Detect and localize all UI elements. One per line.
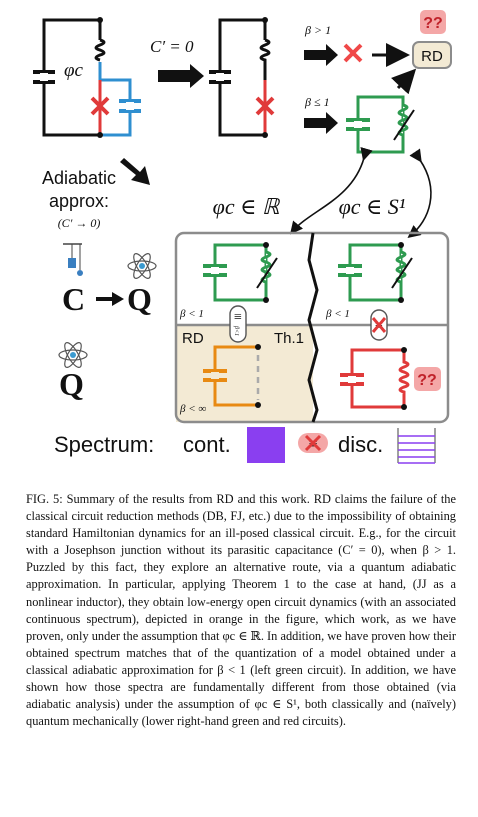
equivalence-badge — [229, 305, 247, 343]
svg-text:β < 1: β < 1 — [179, 308, 204, 320]
continuous-spectrum-swatch — [247, 427, 285, 463]
inductor-icon — [94, 38, 106, 62]
svg-text:??: ?? — [417, 372, 437, 389]
rd-box — [412, 41, 452, 69]
arrow-icon — [158, 64, 204, 88]
not-equal-badge: ≡ — [298, 433, 328, 453]
beta-gt-label: β > 1 — [304, 23, 331, 37]
svg-text:RD: RD — [421, 48, 443, 65]
discrete-spectrum-icon — [397, 428, 436, 464]
unknown-badge — [420, 10, 446, 34]
svg-text:C: C — [62, 281, 85, 317]
green-circuit-right — [338, 243, 413, 302]
c-prime-zero-label: C′ = 0 — [150, 37, 194, 56]
reduced-circuit — [209, 17, 275, 138]
phi-real-label: φc ∈ ℝ — [213, 194, 281, 219]
green-circuit-left — [203, 243, 278, 302]
figure-caption: FIG. 5: Summary of the results from RD a… — [26, 491, 456, 730]
svg-text:Spectrum:: Spectrum: — [54, 432, 154, 457]
phi-circle-label: φc ∈ S¹ — [339, 194, 406, 219]
jagged-divider — [307, 232, 319, 423]
svg-text:(C′ → 0): (C′ → 0) — [58, 216, 101, 230]
phi-c-label: φc — [64, 60, 84, 81]
atom-icon — [58, 342, 88, 368]
svg-text:Adiabatic: Adiabatic — [42, 168, 116, 188]
cross-icon — [343, 43, 363, 63]
svg-text:β<1: β<1 — [233, 325, 239, 336]
capacitor-icon — [33, 70, 55, 84]
junction-cross-icon — [90, 96, 110, 116]
summary-figure: φc C′ = 0 β > 1 RD ?? β ≤ 1 — [33, 10, 452, 464]
svg-text:Q: Q — [59, 366, 84, 402]
beta-le-label: β ≤ 1 — [304, 95, 330, 109]
svg-text:Th.1: Th.1 — [274, 330, 304, 347]
svg-text:β < 1: β < 1 — [325, 308, 350, 320]
svg-text:β < ∞: β < ∞ — [179, 403, 206, 415]
svg-text:cont.: cont. — [183, 432, 231, 457]
atom-icon — [127, 253, 157, 279]
svg-text:RD: RD — [182, 330, 204, 347]
svg-text:disc.: disc. — [338, 432, 383, 457]
svg-text:Q: Q — [127, 281, 152, 317]
svg-text:approx:: approx: — [49, 191, 109, 211]
pendulum-icon — [63, 243, 83, 276]
svg-text:??: ?? — [423, 15, 443, 32]
caption-text: FIG. 5: Summary of the results from RD a… — [26, 492, 456, 729]
svg-text:≡: ≡ — [234, 310, 242, 325]
adiabatic-arrow-icon — [120, 158, 150, 185]
blue-capacitor-icon — [119, 99, 141, 113]
full-circuit — [33, 17, 141, 138]
